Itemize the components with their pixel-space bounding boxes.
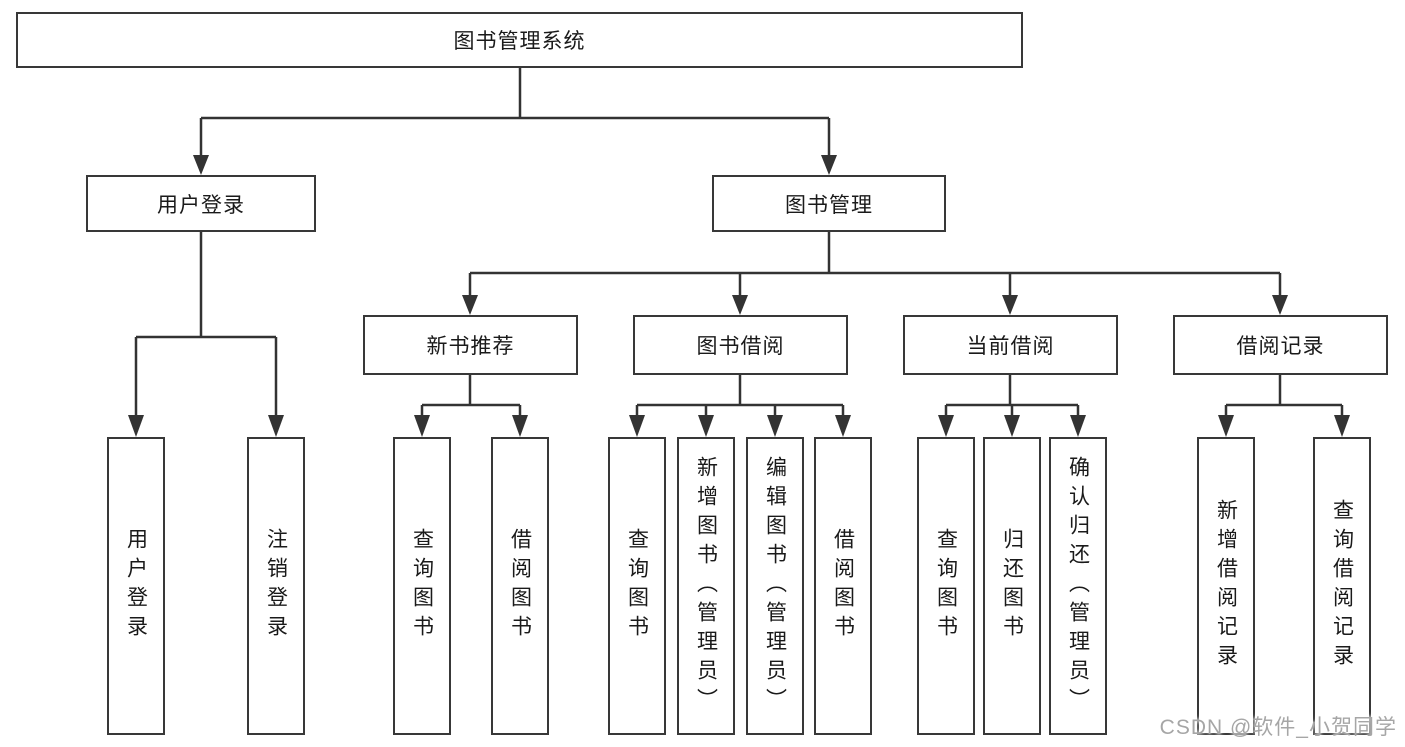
leaf-label: 新增借阅记录 (1214, 499, 1238, 673)
node-label: 用户登录 (157, 193, 245, 217)
leaf-add-borrow-record: 新增借阅记录 (1197, 437, 1255, 735)
leaf-logout: 注销登录 (247, 437, 305, 735)
leaf-query-books-current: 查询图书 (917, 437, 975, 735)
node-label: 借阅记录 (1236, 335, 1325, 358)
node-user-login: 用户登录 (86, 175, 316, 232)
leaf-label: 查询图书 (625, 528, 649, 644)
leaf-label: 新增图书（管理员） (694, 455, 718, 717)
leaf-query-borrow-record: 查询借阅记录 (1313, 437, 1371, 735)
leaf-label: 查询借阅记录 (1330, 499, 1354, 673)
leaf-return-book: 归还图书 (983, 437, 1041, 735)
leaf-confirm-return-admin: 确认归还（管理员） (1049, 437, 1107, 735)
node-label: 新书推荐 (426, 335, 515, 358)
leaf-label: 查询图书 (410, 528, 434, 644)
node-label: 图书管理 (785, 193, 873, 217)
leaf-borrow-books-recommend: 借阅图书 (491, 437, 549, 735)
node-label: 图书管理系统 (453, 30, 586, 53)
leaf-user-login: 用户登录 (107, 437, 165, 735)
leaf-label: 确认归还（管理员） (1066, 455, 1090, 717)
leaf-label: 借阅图书 (508, 528, 532, 644)
node-current-borrow: 当前借阅 (903, 315, 1118, 375)
leaf-query-books-recommend: 查询图书 (393, 437, 451, 735)
node-new-book-recommend: 新书推荐 (363, 315, 578, 375)
leaf-label: 编辑图书（管理员） (763, 455, 787, 717)
leaf-borrow-books-borrow: 借阅图书 (814, 437, 872, 735)
node-library-management-system: 图书管理系统 (16, 12, 1023, 68)
node-borrow-records: 借阅记录 (1173, 315, 1388, 375)
node-label: 图书借阅 (696, 335, 785, 358)
leaf-label: 注销登录 (264, 528, 288, 644)
node-book-borrow: 图书借阅 (633, 315, 848, 375)
leaf-edit-book-admin: 编辑图书（管理员） (746, 437, 804, 735)
leaf-label: 借阅图书 (831, 528, 855, 644)
node-label: 当前借阅 (966, 335, 1055, 358)
leaf-label: 归还图书 (1000, 528, 1024, 644)
leaf-label: 查询图书 (934, 528, 958, 644)
leaf-add-book-admin: 新增图书（管理员） (677, 437, 735, 735)
leaf-query-books-borrow: 查询图书 (608, 437, 666, 735)
leaf-label: 用户登录 (124, 528, 148, 644)
node-book-management: 图书管理 (712, 175, 946, 232)
csdn-watermark: CSDN @软件_小贺同学 (1159, 716, 1397, 739)
